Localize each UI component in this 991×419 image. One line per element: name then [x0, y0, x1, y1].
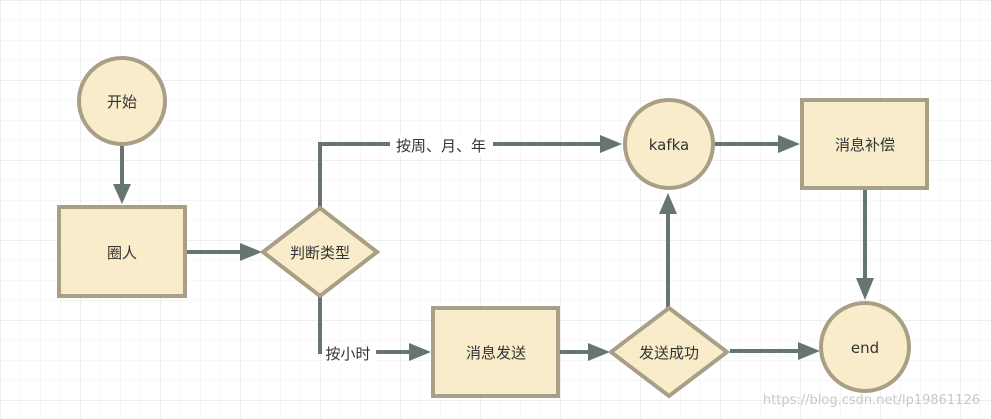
arrowhead-right-success [588, 343, 610, 361]
arrowhead-down-end [856, 278, 874, 300]
edge-label-bg-hourly [322, 342, 375, 364]
arrowhead-right-kafka [600, 135, 622, 153]
arrowhead-up-kafka [659, 193, 677, 214]
node-success-diamond[interactable] [607, 305, 731, 399]
node-judge-label: 判断类型 [290, 244, 350, 262]
arrowhead-right-send [409, 343, 431, 361]
node-compensate-label: 消息补偿 [835, 136, 895, 154]
node-send-box[interactable] [431, 306, 560, 398]
edge-label-week-month-year: 按周、月、年 [396, 137, 486, 155]
node-end-circle[interactable] [819, 301, 911, 393]
node-kafka-label: kafka [649, 136, 690, 154]
edge-label-bg-week [391, 134, 492, 156]
arrowhead-right-compensate [778, 135, 800, 153]
watermark-text: https://blog.csdn.net/lp19861126 [763, 393, 980, 408]
edges [120, 142, 867, 354]
arrowheads [113, 135, 874, 361]
arrowhead-down-circle-people [113, 184, 131, 204]
node-kafka-circle[interactable] [623, 98, 715, 190]
node-success-label: 发送成功 [639, 344, 699, 362]
node-circle-people-box[interactable] [57, 205, 187, 298]
node-compensate-box[interactable] [800, 98, 929, 190]
nodes [57, 56, 929, 399]
node-send-label: 消息发送 [466, 344, 526, 362]
node-judge-diamond[interactable] [259, 205, 381, 299]
node-start-circle[interactable] [77, 56, 167, 146]
arrowhead-right-judge [240, 243, 262, 261]
edge-label-hourly: 按小时 [325, 345, 370, 363]
node-end-label: end [851, 339, 879, 357]
arrowhead-right-end [798, 342, 820, 360]
edge-judge-to-kafka [318, 142, 390, 208]
node-circle-people-label: 圈人 [107, 244, 137, 262]
edge-judge-to-send [318, 297, 322, 354]
node-start-label: 开始 [107, 93, 137, 111]
